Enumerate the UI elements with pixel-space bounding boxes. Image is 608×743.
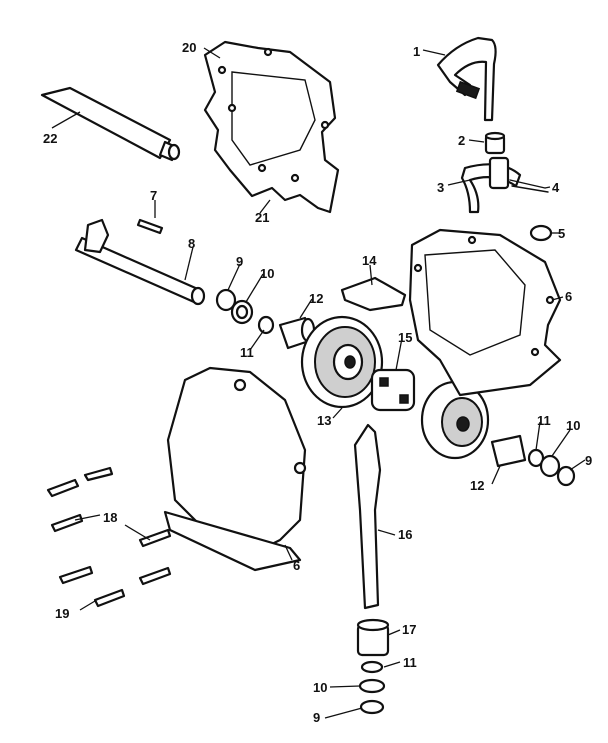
callout-11-left: 11 [240, 345, 254, 360]
callout-8: 8 [188, 236, 195, 251]
callout-21: 21 [255, 210, 269, 225]
leader-lines [51, 47, 586, 719]
callout-2: 2 [458, 133, 465, 148]
part-bushing-small [484, 131, 506, 155]
part-washers-bottom [358, 660, 386, 715]
part-shift-fork [460, 156, 522, 214]
part-clutch-collar [370, 368, 416, 412]
callout-13: 13 [317, 413, 331, 428]
callout-10-bottom: 10 [313, 680, 327, 695]
part-shift-lever [436, 36, 497, 122]
callout-9-left: 9 [236, 254, 243, 269]
callout-labels: 1 2 3 4 5 6 6 7 8 9 9 9 10 10 10 11 11 1… [43, 40, 592, 725]
callout-16: 16 [398, 527, 412, 542]
part-pinion-shaft [353, 423, 382, 610]
callout-6-lower: 6 [293, 558, 300, 573]
callout-5: 5 [558, 226, 565, 241]
callout-15: 15 [398, 330, 412, 345]
part-gasket [203, 40, 340, 214]
callout-20: 20 [182, 40, 196, 55]
callout-19: 19 [55, 606, 69, 621]
part-bolts [46, 466, 172, 608]
callout-6-upper: 6 [565, 289, 572, 304]
callout-11-bottom: 11 [403, 655, 417, 670]
callout-22: 22 [43, 131, 57, 146]
callout-7: 7 [150, 188, 157, 203]
part-axle-shaft [74, 218, 206, 306]
callout-11-right: 11 [537, 413, 551, 428]
part-washers-left [215, 288, 275, 335]
part-bearing-bottom [356, 618, 390, 657]
part-bevel-gear [300, 315, 384, 409]
callout-18: 18 [103, 510, 117, 525]
part-key [136, 218, 164, 235]
callout-9-right: 9 [585, 453, 592, 468]
part-housing-upper [408, 228, 562, 397]
part-grease-tube [40, 86, 181, 162]
callout-3: 3 [437, 180, 444, 195]
part-washers-right [490, 434, 576, 487]
part-cap [529, 224, 553, 242]
callout-10-right: 10 [566, 418, 580, 433]
part-pin [509, 179, 549, 193]
part-plate [340, 276, 407, 312]
callout-4: 4 [552, 180, 560, 195]
callout-17: 17 [402, 622, 416, 637]
callout-12-left: 12 [309, 291, 323, 306]
part-housing-lower [163, 366, 307, 572]
callout-14: 14 [362, 253, 377, 268]
callout-12-right: 12 [470, 478, 484, 493]
callout-9-bottom: 9 [313, 710, 320, 725]
callout-10-left: 10 [260, 266, 274, 281]
callout-1: 1 [413, 44, 420, 59]
